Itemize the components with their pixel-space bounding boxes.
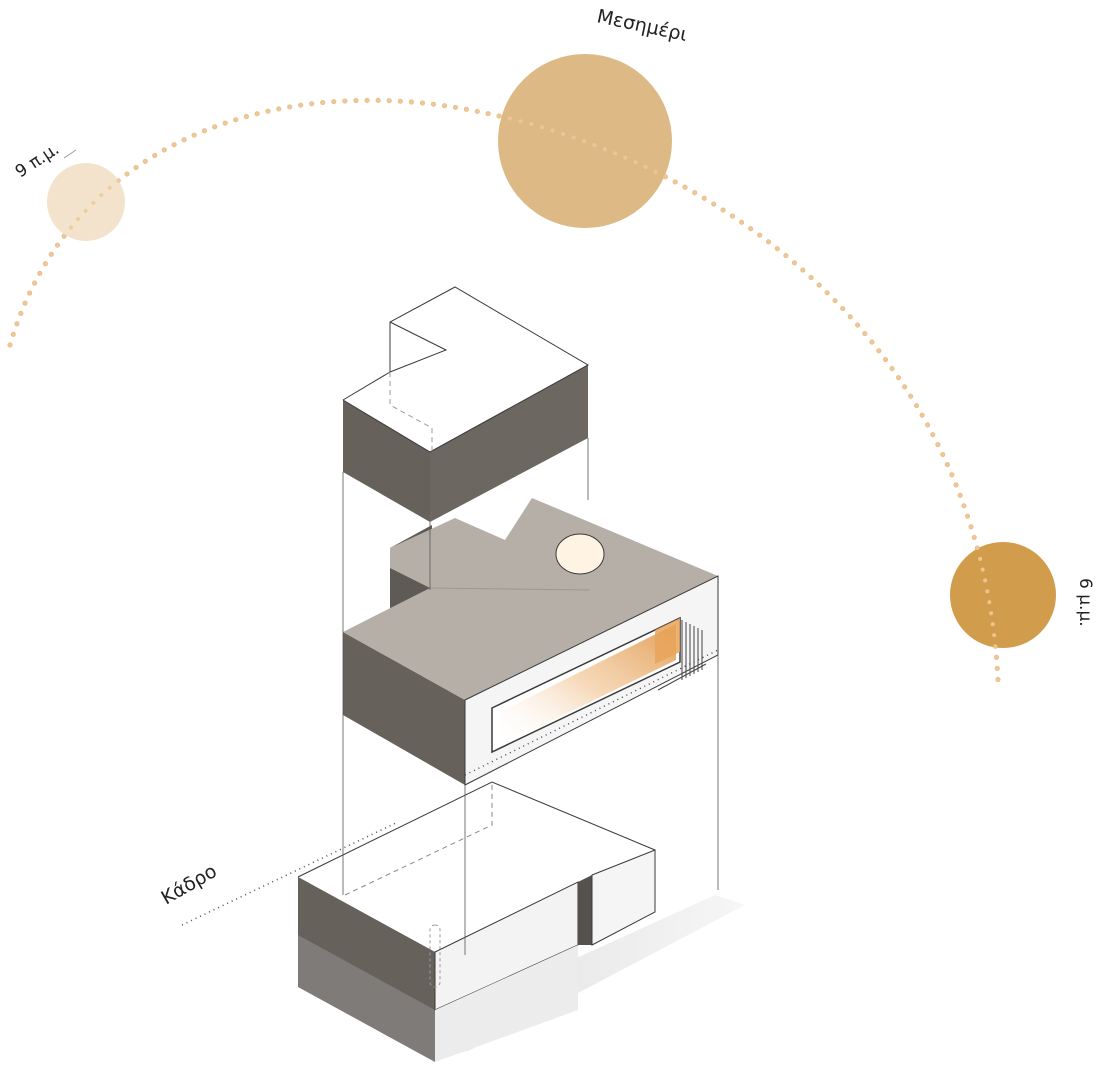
alignment-guides [342, 438, 719, 955]
middle-floor-dotted-base [464, 649, 719, 776]
top-floor-left-dark [343, 400, 430, 522]
sun-evening [950, 542, 1056, 648]
sun-path-arc-overlay [8, 98, 1000, 682]
middle-floor-volume [343, 498, 719, 786]
ground-floor-top-edges [297, 781, 656, 912]
ground-floor-left-face-upper [298, 877, 435, 1010]
window-louvres [657, 620, 707, 691]
ground-floor-notch-dark [578, 875, 592, 945]
sun-morning [47, 149, 125, 241]
sun-morning-tick [63, 149, 77, 159]
ground-floor-dashed-interior [344, 782, 493, 896]
skylight-oculus [555, 533, 605, 575]
top-floor-volume [342, 286, 590, 522]
top-floor-dashed-interior [389, 372, 433, 452]
top-floor-notch [389, 321, 448, 373]
ground-floor-door [429, 924, 441, 988]
sun-morning-disc [47, 163, 125, 241]
label-noon: Μεσημέρι [595, 5, 689, 46]
ground-floor-front-lower [435, 945, 578, 1062]
middle-floor-roof-seam [429, 587, 591, 591]
sun-evening-disc [950, 542, 1056, 648]
middle-floor-roof [343, 498, 718, 700]
label-morning: 9 π.μ. [12, 139, 63, 182]
middle-floor-left-dark [343, 632, 465, 785]
window-orange-panel [655, 618, 680, 664]
label-plot: Κάδρο [158, 860, 221, 909]
ground-floor-volume [297, 781, 745, 1062]
top-floor-front-dark [430, 365, 588, 522]
label-evening: 6 μ.μ. [1075, 578, 1095, 627]
ribbon-window-light [500, 624, 676, 746]
